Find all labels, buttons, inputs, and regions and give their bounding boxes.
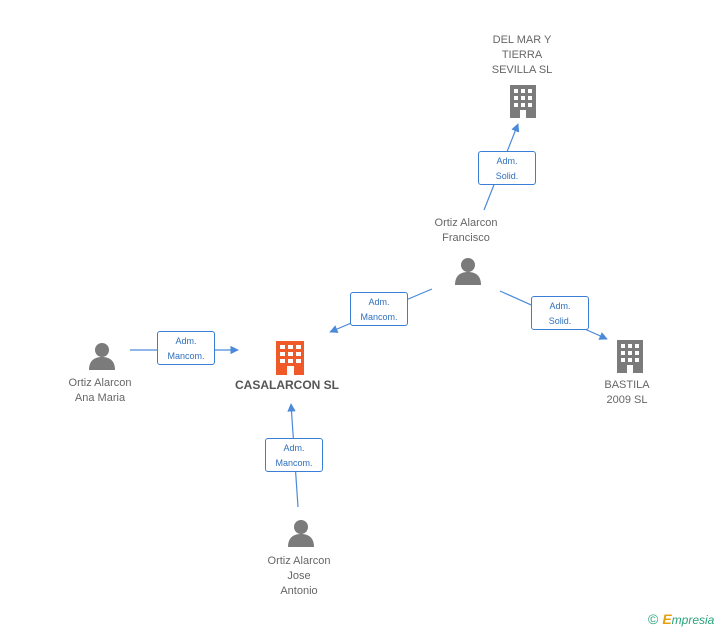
building-icon[interactable] <box>510 85 536 118</box>
node-label-del-mar[interactable]: DEL MAR Y TIERRA SEVILLA SL <box>492 33 553 78</box>
edge-label-francisco-delmar[interactable]: Adm. Solid. <box>478 151 536 185</box>
node-label-line: Ortiz Alarcon <box>267 555 331 567</box>
node-label-ana-maria[interactable]: Ortiz Alarcon Ana Maria <box>69 376 132 406</box>
node-label-line: BASTILA <box>604 379 650 391</box>
edge-label-line: Adm. <box>368 297 390 307</box>
building-icon[interactable] <box>617 340 643 373</box>
node-label-line: TIERRA <box>501 49 543 61</box>
edge-label-line: Adm. <box>175 336 197 346</box>
node-label-casalarcon[interactable]: CASALARCON SL <box>235 378 339 393</box>
node-label-jose-antonio[interactable]: Ortiz Alarcon Jose Antonio <box>268 554 331 599</box>
edge-label-line: Adm. <box>549 301 571 311</box>
edge-label-line: Adm. <box>496 156 518 166</box>
brand-footer: © Empresia <box>648 610 714 628</box>
node-label-line: CASALARCON SL <box>235 378 339 392</box>
edge-label-francisco-bastila[interactable]: Adm. Solid. <box>531 296 589 330</box>
node-label-line: Ortiz Alarcon <box>68 377 132 389</box>
brand-logo[interactable]: Empresia <box>662 611 714 627</box>
node-label-line: SEVILLA SL <box>491 64 553 76</box>
node-label-line: Ana Maria <box>74 392 126 404</box>
node-label-line: DEL MAR Y <box>492 34 552 46</box>
building-main-icon[interactable] <box>276 341 304 375</box>
person-icon[interactable] <box>89 343 115 370</box>
copyright-icon: © <box>648 611 659 627</box>
edge-label-ana-casalarcon[interactable]: Adm. Mancom. <box>157 331 215 365</box>
node-label-line: Jose <box>287 570 311 582</box>
node-label-bastila[interactable]: BASTILA 2009 SL <box>604 378 649 408</box>
node-label-line: Ortiz Alarcon <box>434 217 498 229</box>
person-icon[interactable] <box>455 258 481 285</box>
brand-initial: E <box>662 611 672 627</box>
brand-name: mpresia <box>671 613 715 627</box>
edge-label-francisco-casalarcon[interactable]: Adm. Mancom. <box>350 292 408 326</box>
person-icon[interactable] <box>288 520 314 547</box>
edge-label-line: Solid. <box>495 171 519 181</box>
node-label-line: Francisco <box>442 232 490 244</box>
edge-label-jose-casalarcon[interactable]: Adm. Mancom. <box>265 438 323 472</box>
node-label-line: Antonio <box>280 585 318 597</box>
edge-label-line: Adm. <box>283 443 305 453</box>
edge-label-line: Mancom. <box>360 312 398 322</box>
node-label-line: 2009 SL <box>606 394 648 406</box>
edge-label-line: Mancom. <box>167 351 205 361</box>
edge-label-line: Mancom. <box>275 458 313 468</box>
node-label-francisco[interactable]: Ortiz Alarcon Francisco <box>435 216 498 246</box>
edge-label-line: Solid. <box>548 316 572 326</box>
